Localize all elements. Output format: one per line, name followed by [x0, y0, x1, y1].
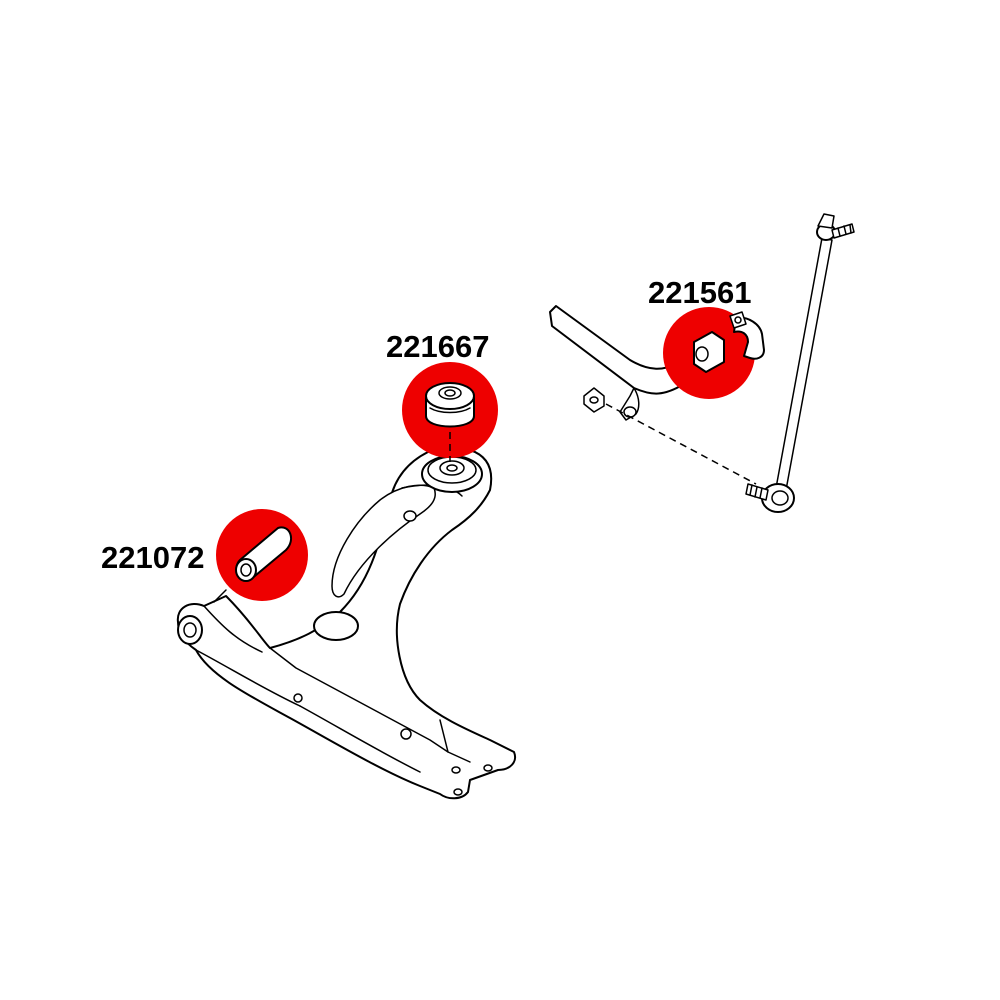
part-label-221561: 221561	[648, 275, 751, 310]
part-label-221667: 221667	[386, 329, 489, 364]
lower-control-arm	[176, 449, 516, 800]
bushing-221561-highlight	[663, 307, 765, 399]
bushing-221667-highlight	[402, 362, 498, 462]
part-label-221072: 221072	[101, 540, 204, 575]
bushing-221072-highlight	[213, 509, 308, 603]
